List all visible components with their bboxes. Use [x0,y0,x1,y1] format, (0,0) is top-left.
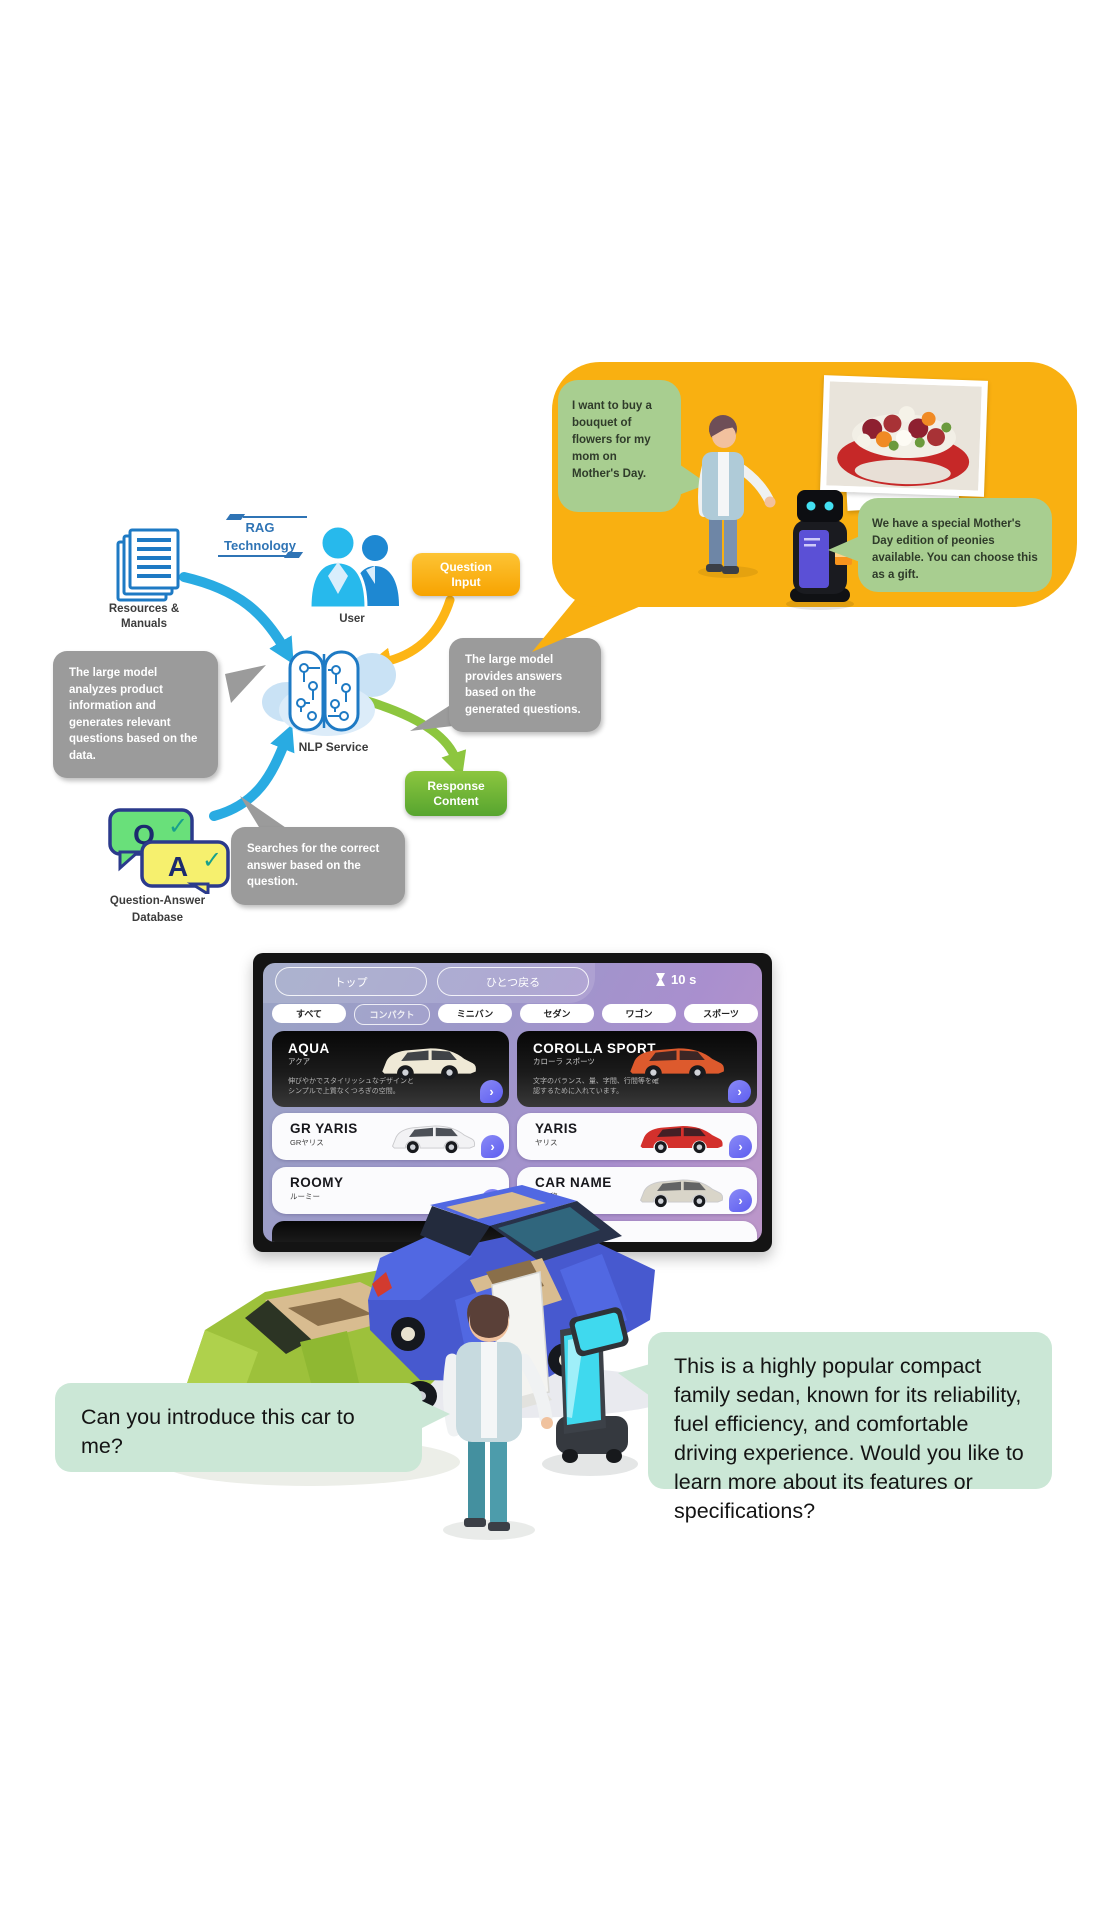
florist-robot-bubble-text: We have a special Mother's Day edition o… [872,518,1038,581]
nav-button-top[interactable]: トップ [275,967,427,996]
user-label: User [339,613,365,625]
car-kana: ルーミー [290,1192,320,1201]
category-bar: すべて コンパクト ミニバン セダン ワゴン スポーツ [272,1004,758,1025]
showroom-customer-illustration [442,1294,553,1531]
car-kana: GRヤリス [290,1138,324,1147]
car-thumbnail [639,1179,724,1208]
florist-customer-illustration [698,415,776,578]
answers-callout: The large model provides answers based o… [449,638,601,732]
showroom-robot-bubble-tail [618,1364,650,1396]
resources-manuals-label: Resources & Manuals [108,603,180,630]
car-card-car-name[interactable]: CAR NAME 車名称 › [517,1167,757,1214]
qa-database-icon: Q A ✓ ✓ [108,808,230,894]
qa-database-label: Question-Answer Database [109,895,206,924]
showroom-robot-bubble: This is a highly popular compact family … [648,1332,1052,1523]
showroom-customer-bubble-tail [420,1400,450,1429]
nav-button-back[interactable]: ひとつ戻る [437,967,589,996]
category-pill-minivan[interactable]: ミニバン [438,1004,512,1023]
car-thumbnail [382,1048,476,1080]
car-card-corolla-sport[interactable]: COROLLA SPORT カローラ スポーツ 文字のバランス、量、字間、行間等… [517,1031,757,1107]
search-callout: Searches for the correct answer based on… [231,827,405,905]
chevron-button[interactable]: › [729,1135,752,1158]
car-description: 文字のバランス、量、字間、行間等を確認するために入れています。 [533,1078,659,1095]
car-thumbnail [391,1125,476,1154]
kiosk-display: トップ ひとつ戻る 10 s すべて コンパクト ミニバン セダン ワゴン スポ… [253,953,772,1252]
category-pill-sedan[interactable]: セダン [520,1004,594,1023]
kiosk-nav-tab [263,963,595,1003]
documents-icon [116,528,180,602]
category-pill-all[interactable]: すべて [272,1004,346,1023]
analyze-callout-tail [225,665,266,703]
hourglass-icon [656,973,665,986]
rag-deco-slash-bottom [283,552,304,558]
question-input-node: Question Input [412,553,520,596]
car-card-aqua[interactable]: AQUA アクア 伸びやかでスタイリッシュなデザインとシンプルで上質なくつろぎの… [272,1031,509,1107]
nav-button-back-label: ひとつ戻る [485,976,541,989]
rag-deco-line-bottom [218,555,288,557]
category-pill-compact[interactable]: コンパクト [354,1004,430,1025]
florist-robot-bubble: We have a special Mother's Day edition o… [858,498,1052,592]
svg-text:✓: ✓ [202,846,222,874]
svg-text:A: A [168,851,188,882]
kiosk-timer: 10 s [655,972,696,987]
car-name: YARIS [535,1121,578,1136]
car-name: ROOMY [290,1175,344,1190]
showroom-robot-illustration [556,1307,629,1463]
car-name: AQUA [288,1041,330,1056]
car-kana: カローラ スポーツ [533,1057,595,1066]
car-thumbnail [630,1048,724,1080]
user-icon [308,524,399,610]
nav-button-top-label: トップ [334,976,368,989]
category-pill-sport[interactable]: スポーツ [684,1004,758,1023]
florist-customer-bubble-text: I want to buy a bouquet of flowers for m… [572,400,652,480]
category-pill-wagon[interactable]: ワゴン [602,1004,676,1023]
timer-label: 10 s [671,972,697,987]
analyze-callout: The large model analyzes product informa… [53,651,218,778]
chevron-button[interactable]: › [729,1189,752,1212]
svg-text:✓: ✓ [168,812,188,840]
flower-bouquet-image [826,381,982,491]
car-name: CAR NAME [535,1175,612,1190]
florist-customer-bubble: I want to buy a bouquet of flowers for m… [558,380,681,512]
flower-photo [820,375,988,497]
rag-technology-label: RAG Technology [224,520,296,553]
nlp-service-label: NLP Service [298,740,369,754]
showroom-customer-bubble-text: Can you introduce this car to me? [81,1405,355,1458]
nlp-brain-icon [288,650,360,732]
kiosk-screen: トップ ひとつ戻る 10 s すべて コンパクト ミニバン セダン ワゴン スポ… [263,963,762,1242]
chevron-button[interactable]: › [481,1135,504,1158]
response-content-node: Response Content [405,771,507,816]
car-name: GR YARIS [290,1121,358,1136]
florist-robot-bubble-tail [828,536,860,562]
car-name: COROLLA SPORT [533,1041,656,1056]
car-thumbnail [640,1125,723,1154]
car-card-gr-yaris[interactable]: GR YARIS GRヤリス › [272,1113,509,1160]
car-description: 伸びやかでスタイリッシュなデザインとシンプルで上質なくつろぎの空間。 [288,1078,414,1095]
car-kana: ヤリス [535,1138,558,1147]
search-callout-tail [240,796,292,832]
florist-customer-bubble-tail [676,462,708,496]
showroom-robot-bubble-text: This is a highly popular compact family … [674,1354,1024,1523]
car-kana: アクア [288,1057,311,1066]
showroom-customer-bubble: Can you introduce this car to me? [55,1383,422,1472]
car-card-yaris[interactable]: YARIS ヤリス › [517,1113,757,1160]
florist-robot-illustration [786,490,854,610]
rag-deco-line-top [243,516,307,518]
chevron-button[interactable]: › [480,1080,503,1103]
chevron-button[interactable]: › [728,1080,751,1103]
